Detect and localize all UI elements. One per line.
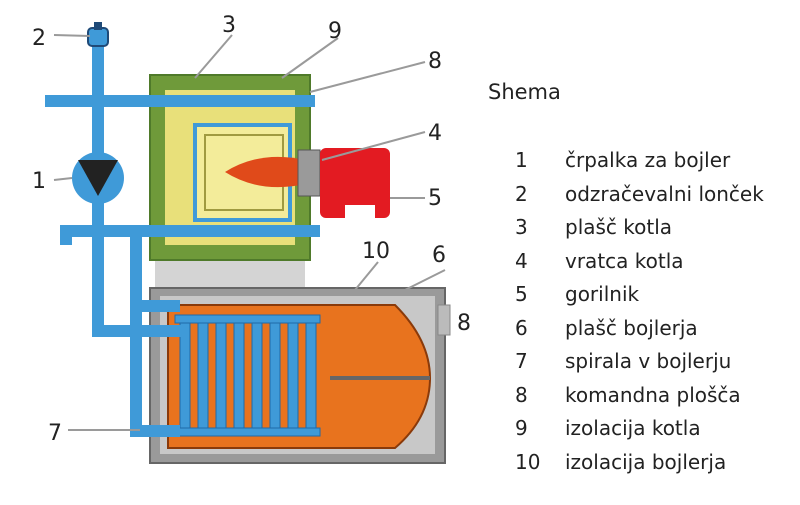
legend-number: 1 [515,148,528,172]
callout-4: 4 [428,121,442,146]
legend-item: 7 spirala v bojlerju [515,347,764,381]
legend-label: spirala v bojlerju [565,349,732,373]
legend-label: črpalka za bojler [565,148,731,172]
air-vent [87,22,109,47]
leader-lines [53,34,446,431]
callout-8-top: 8 [428,49,442,74]
legend-label: izolacija bojlerja [565,449,727,474]
legend-item: 2 odzračevalni lonček [515,180,764,214]
tank-coil [174,314,321,437]
legend-item: 4 vratca kotla [515,247,764,281]
callout-1: 1 [32,169,46,194]
callout-3: 3 [222,13,236,38]
legend-label: odzračevalni lonček [565,181,764,206]
legend-number: 2 [515,181,528,206]
legend-item: 10 izolacija bojlerja [515,448,764,482]
callout-10: 10 [362,239,390,264]
legend-number: 9 [515,416,528,440]
callout-2: 2 [32,26,46,51]
legend-label: gorilnik [565,282,640,306]
legend-item: 1 črpalka za bojler [515,146,764,180]
legend-number: 6 [515,315,528,340]
callout-8-side: 8 [457,311,471,336]
pipework [45,35,320,437]
burner [320,148,390,220]
legend-item: 6 plašč bojlerja [515,314,764,348]
legend-number: 4 [515,248,528,273]
legend-label: komandna plošča [565,382,741,407]
callout-7: 7 [48,421,62,446]
legend-item: 8 komandna plošča [515,381,764,415]
legend-item: 3 plašč kotla [515,213,764,247]
control-panel [437,304,451,336]
legend-label: plašč bojlerja [565,315,698,340]
callout-5: 5 [428,186,442,211]
legend-number: 10 [515,449,541,474]
callout-9: 9 [328,19,342,44]
legend-number: 3 [515,215,528,239]
pump [72,152,124,204]
legend-item: 5 gorilnik [515,280,764,314]
legend-label: vratca kotla [565,248,684,273]
legend-label: plašč kotla [565,215,673,239]
callout-6: 6 [432,243,446,268]
legend-number: 7 [515,349,528,373]
legend-number: 8 [515,382,528,407]
legend-title: Shema [488,80,561,104]
boiler-door [297,149,321,197]
legend-label: izolacija kotla [565,416,701,440]
legend-item: 9 izolacija kotla [515,414,764,448]
flame [225,156,305,188]
legend-number: 5 [515,282,528,306]
